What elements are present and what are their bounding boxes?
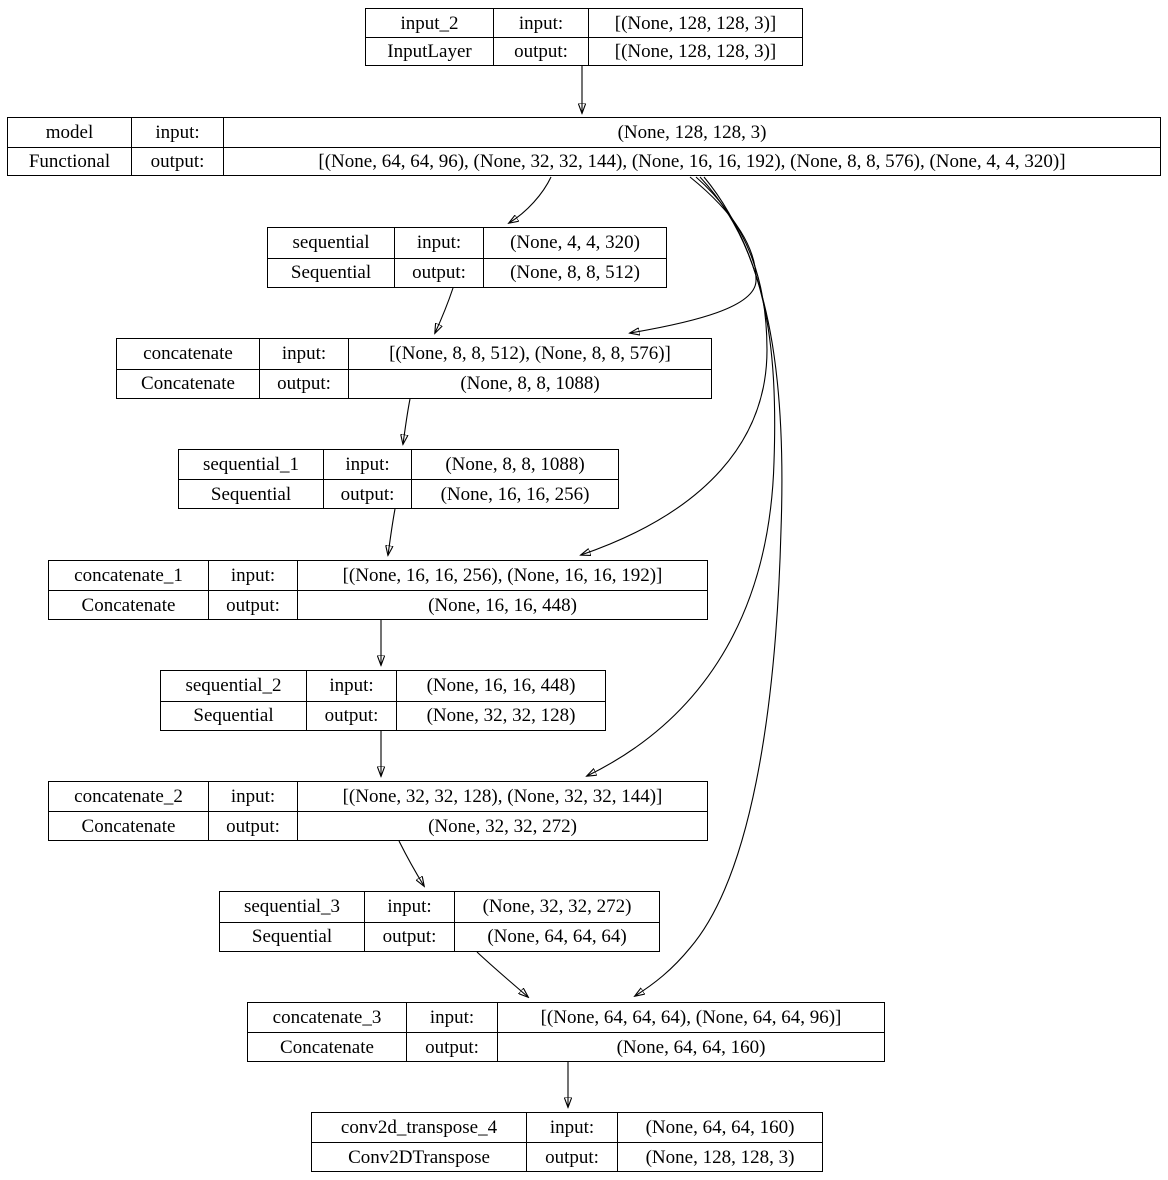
output-shape: [(None, 128, 128, 3)]: [588, 37, 802, 65]
output-shape: (None, 128, 128, 3): [617, 1142, 822, 1171]
output-shape: (None, 64, 64, 64): [454, 921, 659, 951]
node-sequential_1: sequential_1 input: (None, 8, 8, 1088) S…: [178, 449, 619, 509]
layer-type: Concatenate: [248, 1032, 406, 1061]
input-shape: [(None, 32, 32, 128), (None, 32, 32, 144…: [297, 782, 707, 811]
edge-sequential-to-concatenate: [435, 287, 454, 333]
input-shape: (None, 128, 128, 3): [223, 118, 1160, 147]
input-shape: (None, 32, 32, 272): [454, 892, 659, 922]
input-shape: (None, 64, 64, 160): [617, 1113, 822, 1142]
layer-type: Concatenate: [49, 590, 208, 619]
input-label: input:: [208, 561, 297, 590]
layer-type: Concatenate: [49, 811, 208, 840]
input-label: input:: [526, 1113, 617, 1142]
node-concatenate_1: concatenate_1 input: [(None, 16, 16, 256…: [48, 560, 708, 620]
output-label: output:: [526, 1142, 617, 1171]
layer-type: Sequential: [220, 921, 364, 952]
input-shape: (None, 16, 16, 448): [396, 671, 605, 701]
input-label: input:: [259, 339, 348, 369]
output-shape: (None, 64, 64, 160): [497, 1032, 884, 1061]
edge-model-to-concatenate_1: [581, 176, 768, 555]
output-label: output:: [493, 37, 588, 65]
output-shape: (None, 16, 16, 448): [297, 590, 707, 619]
layer-name: concatenate_2: [74, 786, 183, 807]
layer-type: Sequential: [268, 257, 394, 288]
node-concatenate: concatenate input: [(None, 8, 8, 512), (…: [116, 338, 712, 399]
output-label: output:: [131, 146, 223, 175]
layer-name: concatenate_3: [272, 1007, 382, 1028]
edge-concatenate_2-to-sequential_3: [398, 840, 424, 886]
input-shape: [(None, 64, 64, 64), (None, 64, 64, 96)]: [497, 1003, 884, 1032]
output-shape: (None, 8, 8, 512): [483, 257, 666, 287]
output-label: output:: [208, 590, 297, 619]
layer-name: sequential_1: [202, 454, 300, 475]
layer-name: input_2: [400, 12, 459, 34]
output-label: output:: [406, 1032, 497, 1061]
layer-name: concatenate: [143, 343, 233, 365]
layer-name: conv2d_transpose_4: [340, 1117, 498, 1138]
input-label: input:: [323, 450, 411, 479]
output-label: output:: [323, 479, 411, 508]
node-concatenate_2: concatenate_2 input: [(None, 32, 32, 128…: [48, 781, 708, 841]
output-shape: [(None, 64, 64, 96), (None, 32, 32, 144)…: [223, 146, 1160, 175]
input-label: input:: [306, 671, 396, 701]
output-label: output:: [306, 700, 396, 730]
output-label: output:: [259, 368, 348, 398]
input-shape: (None, 4, 4, 320): [483, 228, 666, 258]
layer-name: concatenate_1: [74, 565, 183, 586]
edge-sequential_3-to-concatenate_3: [476, 951, 528, 997]
input-shape: (None, 8, 8, 1088): [411, 450, 618, 479]
input-label: input:: [394, 228, 483, 258]
layer-name: sequential: [292, 232, 370, 254]
node-concatenate_3: concatenate_3 input: [(None, 64, 64, 64)…: [247, 1002, 885, 1062]
node-sequential_3: sequential_3 input: (None, 32, 32, 272) …: [219, 891, 660, 952]
layer-type: Concatenate: [117, 368, 259, 399]
node-conv2d_transpose_4: conv2d_transpose_4 input: (None, 64, 64,…: [311, 1112, 823, 1172]
input-shape: [(None, 128, 128, 3)]: [588, 9, 802, 37]
layer-name: sequential_2: [185, 675, 282, 697]
output-label: output:: [208, 811, 297, 840]
layer-type: InputLayer: [366, 37, 493, 65]
node-model: model input: (None, 128, 128, 3) Functio…: [7, 117, 1161, 176]
edge-concatenate-to-sequential_1: [403, 398, 411, 444]
input-label: input:: [208, 782, 297, 811]
input-shape: [(None, 8, 8, 512), (None, 8, 8, 576)]: [348, 339, 711, 369]
edge-sequential_1-to-concatenate_1: [388, 508, 396, 555]
output-shape: (None, 16, 16, 256): [411, 479, 618, 508]
layer-name: sequential_3: [243, 896, 341, 918]
input-label: input:: [493, 9, 588, 37]
edge-model-to-sequential: [509, 176, 552, 223]
output-shape: (None, 8, 8, 1088): [348, 368, 711, 398]
input-label: input:: [131, 118, 223, 147]
layer-type: Sequential: [179, 479, 323, 508]
input-shape: [(None, 16, 16, 256), (None, 16, 16, 192…: [297, 561, 707, 590]
input-label: input:: [364, 892, 454, 922]
node-sequential: sequential input: (None, 4, 4, 320) Sequ…: [267, 227, 667, 288]
layer-type: Conv2DTranspose: [312, 1142, 526, 1171]
layer-name: model: [45, 121, 94, 143]
node-sequential_2: sequential_2 input: (None, 16, 16, 448) …: [160, 670, 606, 731]
edge-model-to-concatenate_3: [635, 176, 783, 996]
node-input_2: input_2 input: [(None, 128, 128, 3)] Inp…: [365, 8, 803, 66]
output-label: output:: [394, 257, 483, 287]
layer-type: Functional: [8, 146, 131, 176]
output-label: output:: [364, 921, 454, 951]
input-label: input:: [406, 1003, 497, 1032]
output-shape: (None, 32, 32, 272): [297, 811, 707, 840]
output-shape: (None, 32, 32, 128): [396, 700, 605, 730]
layer-type: Sequential: [161, 700, 306, 731]
